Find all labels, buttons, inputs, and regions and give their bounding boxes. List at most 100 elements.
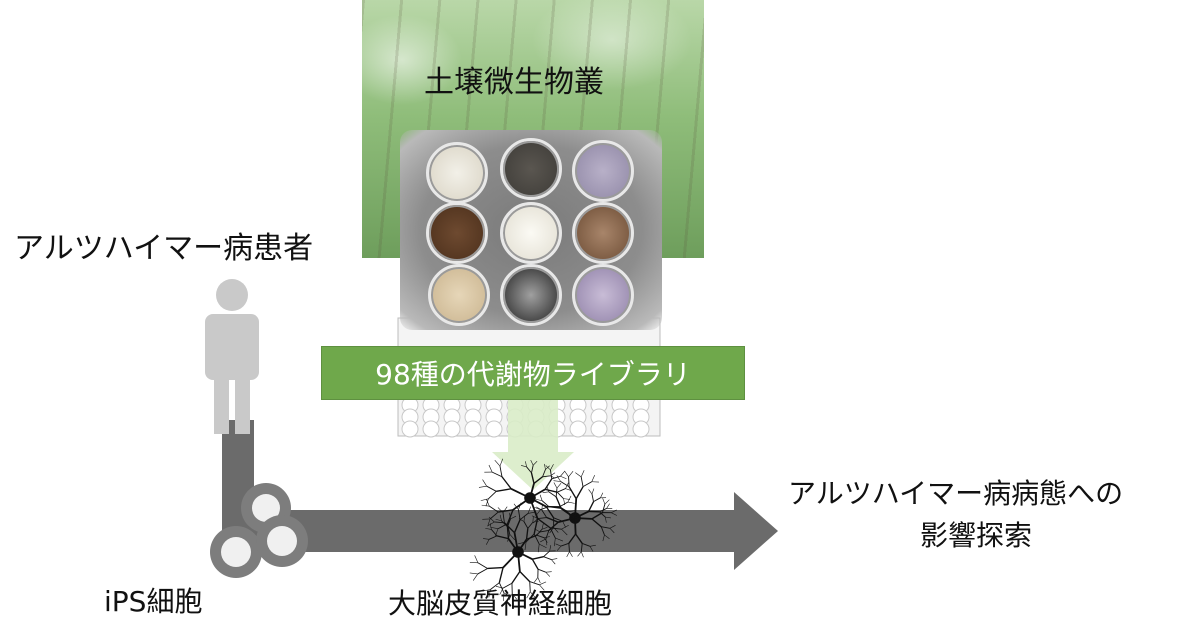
- dendrite: [580, 543, 583, 552]
- dendrite: [487, 518, 491, 527]
- dendrite: [593, 497, 601, 503]
- dendrite: [474, 555, 479, 563]
- dendrite: [555, 496, 562, 509]
- dendrite: [604, 499, 610, 505]
- dendrite: [605, 516, 611, 519]
- dendrite: [498, 567, 504, 583]
- dendrite: [510, 515, 517, 520]
- dendrite: [502, 512, 505, 523]
- dendrite: [495, 518, 502, 522]
- dendrite: [480, 498, 489, 501]
- goal-label-line1: アルツハイマー病病態への: [788, 477, 1124, 510]
- dendrite: [526, 466, 532, 474]
- dendrite: [564, 470, 569, 477]
- dendrite: [534, 528, 541, 533]
- dendrite: [543, 556, 552, 560]
- dendrite: [591, 488, 595, 495]
- dendrite: [519, 571, 531, 583]
- dendrite: [498, 582, 505, 594]
- dendrite: [601, 504, 606, 513]
- dendrite: [540, 506, 549, 511]
- dendrite: [513, 532, 519, 553]
- petri-dish: [572, 264, 634, 326]
- dendrite: [542, 469, 546, 477]
- dendrite: [577, 551, 582, 557]
- dendrite: [482, 479, 487, 487]
- dendrite: [557, 488, 566, 493]
- person-icon: [205, 279, 259, 434]
- dendrite: [537, 544, 540, 553]
- dendrite: [496, 488, 512, 492]
- dendrite: [604, 534, 610, 539]
- dendrite: [575, 472, 582, 478]
- dendrite: [536, 528, 543, 536]
- dendrite: [566, 551, 570, 558]
- dendrite: [609, 528, 615, 534]
- dendrite: [501, 520, 508, 528]
- dendrite: [588, 489, 593, 495]
- dendrite: [529, 497, 539, 519]
- dendrite: [591, 512, 603, 520]
- dendrite: [551, 559, 556, 565]
- dendrite: [541, 523, 544, 530]
- dendrite: [553, 537, 556, 547]
- dendrite: [523, 521, 529, 529]
- dendrite: [527, 506, 532, 514]
- dendrite: [599, 511, 606, 518]
- plate-well: [590, 420, 608, 438]
- dendrite: [488, 516, 495, 523]
- dendrite: [502, 506, 508, 513]
- dendrite: [560, 475, 567, 480]
- dendrite: [512, 497, 531, 511]
- dendrite: [494, 460, 501, 467]
- dendrite: [602, 534, 605, 542]
- dendrite: [530, 591, 536, 598]
- dendrite: [478, 485, 487, 488]
- plate-well: [632, 420, 650, 438]
- dendrite: [545, 538, 548, 546]
- dendrite: [526, 591, 531, 599]
- dendrite: [544, 478, 553, 490]
- dendrite: [591, 475, 595, 482]
- dendrite: [591, 518, 602, 528]
- dendrite: [605, 517, 607, 523]
- dendrite: [539, 584, 545, 591]
- dendrite: [568, 543, 570, 552]
- dendrite: [535, 498, 543, 502]
- dendrite: [545, 465, 550, 470]
- dendrite: [529, 497, 547, 508]
- dendrite: [568, 486, 577, 500]
- dendrite: [483, 538, 490, 540]
- dendrite: [560, 507, 576, 519]
- dendrite: [549, 527, 556, 539]
- dendrite: [487, 566, 504, 570]
- dendrite: [539, 581, 547, 586]
- dendrite: [567, 501, 575, 504]
- dendrite: [491, 471, 503, 478]
- library-banner: 98種の代謝物ライブラリ: [321, 346, 745, 400]
- dendrite: [517, 538, 528, 553]
- dendrite: [534, 577, 539, 583]
- dendrite: [503, 522, 515, 534]
- dendrite: [482, 589, 491, 592]
- soil-flora-label: 土壌微生物叢: [424, 65, 604, 100]
- dendrite: [491, 529, 498, 537]
- dendrite: [556, 491, 564, 499]
- dendrite: [499, 458, 504, 467]
- dendrite: [574, 510, 590, 519]
- dendrite: [511, 593, 517, 600]
- dendrite: [529, 488, 546, 499]
- dendrite: [600, 526, 605, 536]
- dendrite: [501, 476, 512, 490]
- dendrite: [488, 535, 498, 540]
- dendrite: [568, 476, 570, 487]
- dendrite: [546, 516, 559, 523]
- ips-cells-icon: [210, 483, 308, 578]
- dendrite: [544, 537, 548, 543]
- plate-well: [422, 420, 440, 438]
- dendrite: [489, 505, 499, 513]
- dendrite: [510, 487, 531, 499]
- dendrite: [551, 475, 561, 480]
- dendrite: [485, 528, 492, 530]
